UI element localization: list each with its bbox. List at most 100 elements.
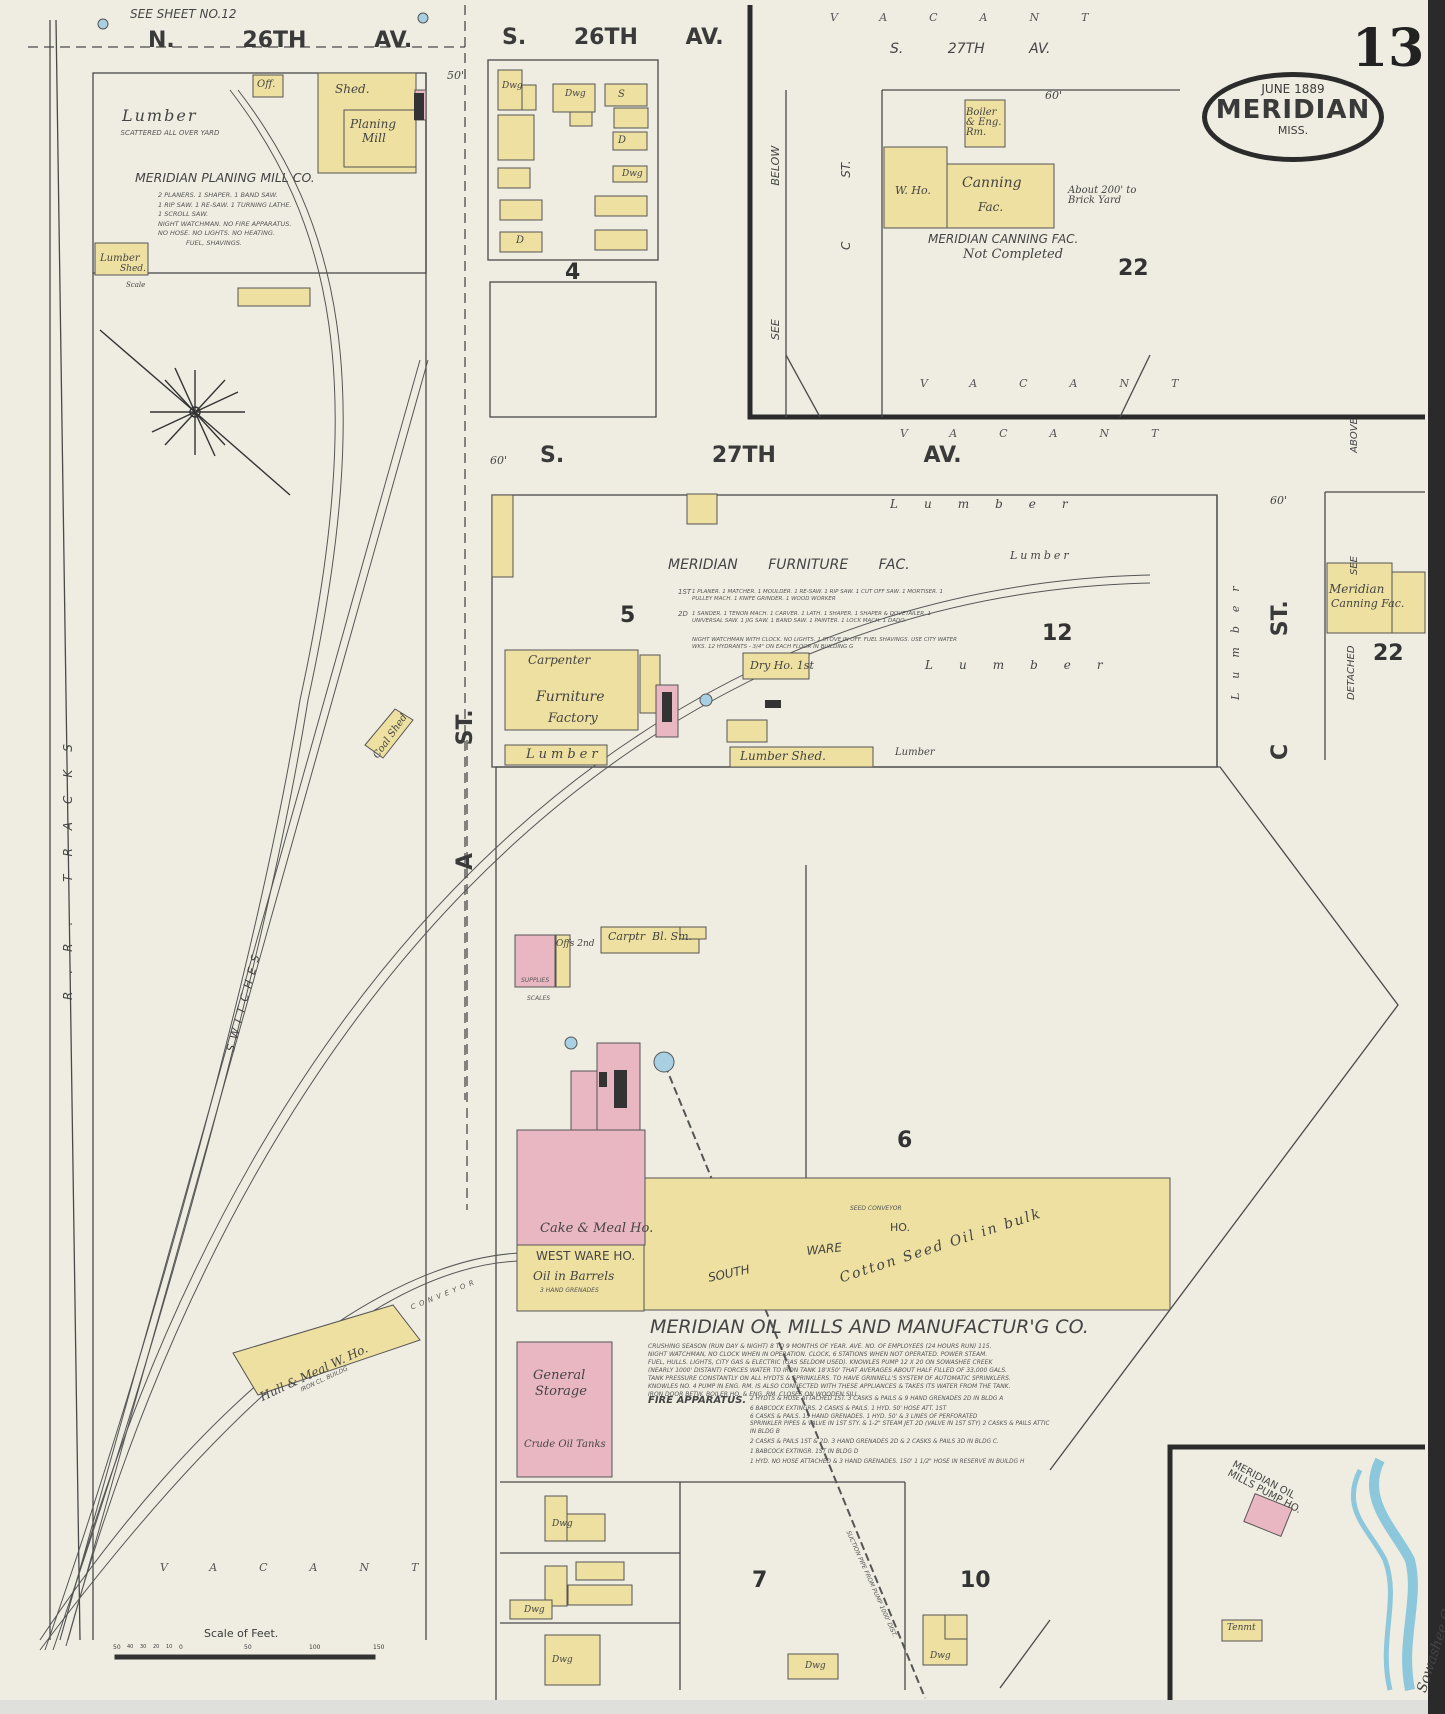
planing-label: Planing [350,117,397,131]
factory-label: Factory [548,711,598,726]
seed-conveyor-label: SEED CONVEYOR [850,1205,902,1212]
planing-mill-title: MERIDIAN PLANING MILL CO. [135,170,315,185]
ho-label: Ho. [890,1221,910,1234]
lumber-shed-label: Lumber [100,253,140,264]
block-12: 12 [1042,621,1073,646]
scale-building-label: Scale [126,281,146,289]
tenement-label: Tenmt [1227,1623,1256,1633]
see-sheet-note: SEE SHEET No.12 [130,7,237,21]
warehouse-label: W. Ho. [895,184,931,197]
dwelling-d-label: D [516,235,525,246]
see-above-note: SEE ABOVE [1349,418,1360,575]
oil-barrels-label: Oil in Barrels [533,1269,615,1283]
storage-label: Storage [535,1384,587,1399]
street-s27: S. 27TH AV. [540,443,962,468]
dwelling-label: Dwg [930,1651,951,1661]
dwelling-d-label: D [618,135,627,146]
canning-title: MERIDIAN CANNING FAC. [928,232,1079,246]
lumber-shed-label-2: Shed. [120,264,146,274]
dry-house-label: Dry Ho. 1st [750,659,814,672]
dwelling-label: Dwg [552,1519,573,1529]
street-c: C ST. [1268,600,1293,760]
boiler-room-label: Boiler & Eng. Rm. [966,107,1002,138]
map-date: JUNE 1889 [1261,82,1325,96]
store-s-label: S [618,89,625,100]
scan-bottom [0,1700,1428,1714]
see-below-note: SEE BELOW [769,145,782,340]
block-22-right: 22 [1373,641,1404,666]
office-label: Off. [257,79,276,90]
canning-label: Canning [962,175,1022,191]
fac-label: Fac. [978,200,1004,214]
map-city: MERIDIAN [1215,95,1371,125]
lumber-shed-furniture: Lumber Shed. [740,749,826,763]
block-5: 5 [620,603,636,628]
planing-mill-notes: 2 PLANERS. 1 SHAPER. 1 BAND SAW. 1 RIP S… [158,191,292,247]
floor2-equipment: 1 SANDER. 1 TENON MACH. 1 CARVER. 1 LATH… [692,611,932,625]
lumber-d-label: Lumber [526,747,602,762]
lumber-small: Lumber [895,747,935,758]
scattered-note: SCATTERED ALL OVER YARD [120,129,220,137]
ware-label: WARE [805,1240,843,1258]
block-7: 7 [752,1568,768,1593]
floor2-label: 2D [678,610,688,618]
title-cartouche: JUNE 1889 MERIDIAN MISS. [1202,72,1384,162]
street-a: A ST. [453,709,478,870]
crude-oil-label: Crude Oil Tanks [524,1439,606,1450]
blacksmith-label: Bl. Sm. [652,930,693,943]
scale-ticks: 50 40 30 20 10 0 50 100 150 [113,1644,385,1651]
scales-label: SCALES [527,995,551,1002]
carpenter-label: Carpenter [528,653,591,667]
offices-label: Offs 2nd [556,939,595,949]
compass-rose-icon [99,329,291,496]
block-22-top: 22 [1118,256,1149,281]
block-10: 10 [960,1568,991,1593]
canning-detached-label: Meridian [1329,582,1385,596]
street-n26: N. 26TH AV. [148,28,413,53]
block-6: 6 [897,1128,913,1153]
dwelling-label: Dwg [805,1661,826,1671]
shed-label: Shed. [335,82,370,96]
canning-status: Not Completed [963,247,1064,262]
width-50: 50' [447,69,465,82]
floor1-equipment: 1 PLANER. 1 MATCHER. 1 MOULDER. 1 RE-SAW… [692,589,943,603]
oil-mill-notes: CRUSHING SEASON (RUN DAY & NIGHT) 8 TO 9… [648,1343,1011,1398]
street-s27-top: S. 27TH AV. [890,41,1051,57]
vacant-top: VACANT [830,11,1131,24]
dwelling-label: Dwg [524,1605,545,1615]
dwelling-label: Dwg [552,1655,573,1665]
oil-mill-title: MERIDIAN OIL MILLS AND MANUFACTUR'G CO. [650,1316,1089,1338]
grenades-label: 3 HAND GRENADES [540,1287,599,1294]
lumber-vertical: Lumber [1229,572,1242,700]
fire-apparatus-list: 2 HYDTS & HOSE ATTACHED 1ST. 3 CASKS & P… [750,1396,1050,1465]
carpenter-shop-label: Carptr [608,930,645,943]
brick-yard-note: About 200' to Brick Yard [1068,185,1137,206]
west-warehouse-label: WEST WARE HO. [536,1249,636,1263]
lumber-top-strip: Lumber [890,497,1094,511]
fire-apparatus-label: FIRE APPARATUS. [648,1395,747,1406]
mill-label: Mill [362,131,386,145]
floor1-label: 1ST [678,588,692,596]
street-s26: S. 26TH AV. [502,25,724,50]
vacant-block22: VACANT [920,377,1221,390]
canning-detached-label-2: Canning Fac. [1331,597,1405,610]
dwelling-label: Dwg [502,81,523,91]
width-60a: 60' [1045,89,1063,102]
street-c-top: C ST. [839,160,853,250]
lumber-long: Lumber [925,658,1129,672]
vacant-bottom: VACANT [160,1561,461,1574]
map-state: MISS. [1277,124,1309,137]
lumber-box: Lumber [1010,549,1072,562]
rr-tracks-label: R.R. TRACKS [61,726,75,1000]
width-60b: 60' [1270,494,1288,507]
dwelling-label: Dwg [565,89,586,99]
detached-note: DETACHED [1346,645,1357,700]
width-60c: 60' [490,454,508,467]
block-4: 4 [565,260,581,285]
furniture-title: MERIDIAN FURNITURE FAC. [668,557,910,573]
furniture-watch-note: NIGHT WATCHMAN WITH CLOCK. NO LIGHTS. 1 … [692,637,957,651]
sheet-number: 13 [1352,18,1425,79]
scale-title: Scale of Feet. [204,1627,279,1640]
